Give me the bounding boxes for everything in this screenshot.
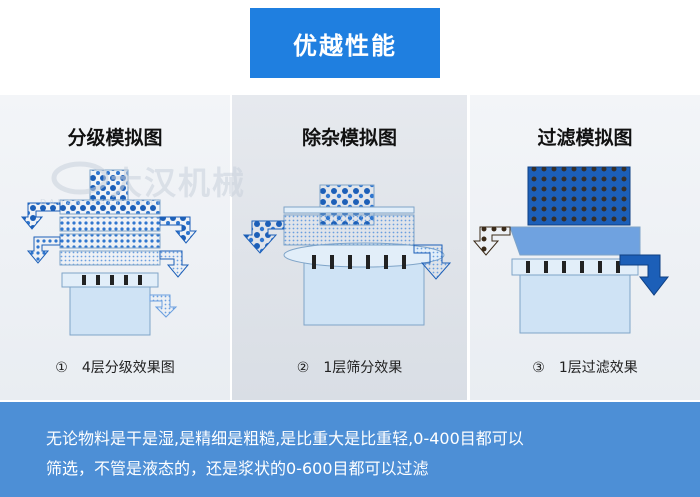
- section-banner: 优越性能: [250, 8, 440, 78]
- filter-diagram: [472, 166, 670, 334]
- impurity-panel: 除杂模拟图 ② 1层筛分效果: [232, 95, 467, 400]
- filter-caption: ③ 1层过滤效果: [470, 357, 700, 377]
- description-line-1: 无论物料是干是湿,是精细是粗糙,是比重大是比重轻,0-400目都可以: [46, 429, 524, 448]
- grading-diagram: [20, 169, 198, 336]
- description-box: 无论物料是干是湿,是精细是粗糙,是比重大是比重轻,0-400目都可以 筛选，不管…: [0, 402, 700, 497]
- section-title: 优越性能: [293, 31, 397, 60]
- grading-caption: ① 4层分级效果图: [0, 357, 230, 377]
- filter-heading: 过滤模拟图: [537, 127, 633, 149]
- filter-caption-text: 1层过滤效果: [558, 360, 638, 376]
- filter-number: ③: [532, 360, 545, 376]
- impurity-diagram: [242, 184, 452, 326]
- filter-panel: 过滤模拟图 ③ 1层过滤效果: [470, 95, 700, 400]
- impurity-number: ②: [296, 360, 310, 376]
- grading-heading: 分级模拟图: [67, 127, 163, 149]
- impurity-caption: ② 1层筛分效果: [232, 357, 467, 377]
- grading-panel: 分级模拟图: [0, 95, 230, 400]
- impurity-heading: 除杂模拟图: [301, 127, 397, 149]
- impurity-caption-text: 1层筛分效果: [323, 360, 403, 376]
- grading-number: ①: [55, 360, 68, 376]
- grading-caption-text: 4层分级效果图: [81, 360, 175, 376]
- description-line-2: 筛选，不管是液态的，还是浆状的0-600目都可以过滤: [46, 459, 429, 478]
